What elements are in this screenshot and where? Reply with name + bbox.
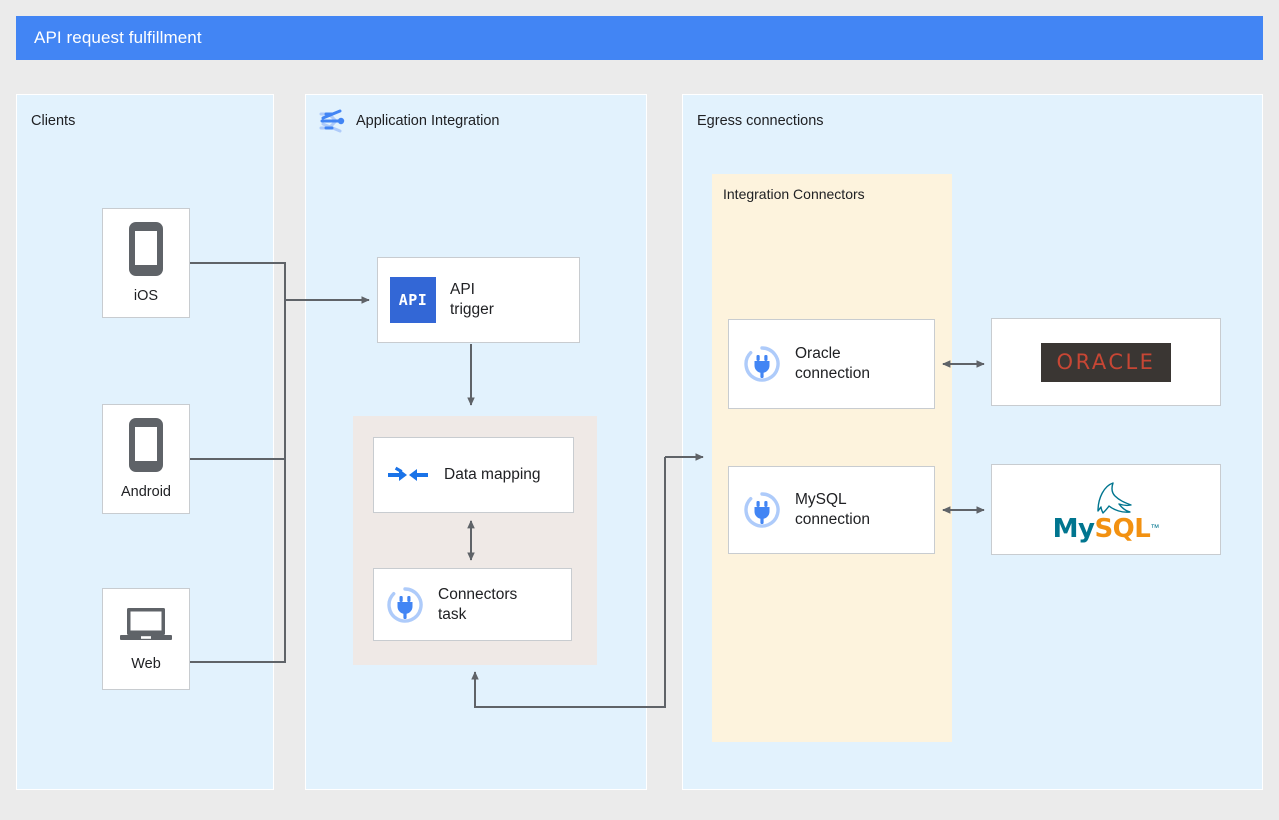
node-label-mysql-connection-line2: connection: [795, 511, 870, 528]
panel-integration-connectors: [712, 174, 952, 742]
node-label-web: Web: [131, 656, 161, 673]
node-label-api-trigger-line1: API: [450, 281, 475, 299]
node-connectors-task[interactable]: Connectors task: [373, 568, 572, 641]
node-mysql-logo[interactable]: MySQL™: [991, 464, 1221, 555]
node-oracle-connection[interactable]: Oracle connection: [728, 319, 935, 409]
node-label-connectors-task: Connectors task: [438, 585, 517, 625]
connector-plug-icon: [386, 586, 424, 624]
node-api-trigger[interactable]: API API trigger: [377, 257, 580, 343]
node-label-mysql-connection: MySQL connection: [795, 490, 870, 530]
mysql-trademark: ™: [1150, 522, 1160, 533]
data-mapping-arrows-icon: [386, 460, 430, 490]
node-label-oracle-connection: Oracle connection: [795, 344, 870, 384]
panel-label-egress-connections: Egress connections: [697, 113, 824, 129]
panel-label-clients: Clients: [31, 113, 76, 129]
node-data-mapping[interactable]: Data mapping: [373, 437, 574, 513]
node-label-ios: iOS: [133, 288, 159, 305]
panel-label-application-integration: Application Integration: [318, 108, 500, 134]
node-label-oracle-connection-line2: connection: [795, 365, 870, 382]
oracle-logo-text: ORACLE: [1056, 349, 1156, 374]
api-chip-text: API: [398, 291, 428, 309]
laptop-icon: [117, 604, 175, 646]
node-android[interactable]: Android: [102, 404, 190, 514]
connector-plug-icon: [743, 491, 781, 529]
application-integration-icon: [318, 108, 346, 134]
node-label-api-trigger-line2: trigger: [450, 301, 494, 318]
node-label-android: Android: [121, 484, 171, 501]
mobile-phone-icon: [125, 416, 167, 474]
node-oracle-logo[interactable]: ORACLE: [991, 318, 1221, 406]
node-web[interactable]: Web: [102, 588, 190, 690]
diagram-title-bar: API request fulfillment: [16, 16, 1263, 60]
node-mysql-connection[interactable]: MySQL connection: [728, 466, 935, 554]
node-label-data-mapping: Data mapping: [444, 466, 541, 484]
node-label-connectors-task-line2: task: [438, 605, 467, 623]
node-label-connectors-task-line1: Connectors: [438, 585, 518, 603]
mysql-wordmark-sql: SQL: [1094, 513, 1151, 544]
mysql-logo-icon: MySQL™: [1053, 478, 1160, 542]
panel-label-integration-connectors: Integration Connectors: [723, 186, 865, 202]
panel-label-application-integration-text: Application Integration: [356, 113, 500, 129]
node-label-api-trigger: API trigger: [450, 280, 494, 320]
mysql-dolphin-icon: [1068, 478, 1144, 518]
mobile-phone-icon: [125, 220, 167, 278]
mysql-wordmark-my: My: [1052, 513, 1095, 544]
page-title: API request fulfillment: [34, 28, 202, 47]
oracle-logo-icon: ORACLE: [1040, 342, 1172, 382]
mysql-wordmark: MySQL™: [1053, 516, 1160, 542]
node-ios[interactable]: iOS: [102, 208, 190, 318]
node-label-mysql-connection-line1: MySQL: [795, 491, 847, 509]
api-chip-icon: API: [390, 277, 436, 323]
connector-plug-icon: [743, 345, 781, 383]
node-label-oracle-connection-line1: Oracle: [795, 345, 841, 363]
